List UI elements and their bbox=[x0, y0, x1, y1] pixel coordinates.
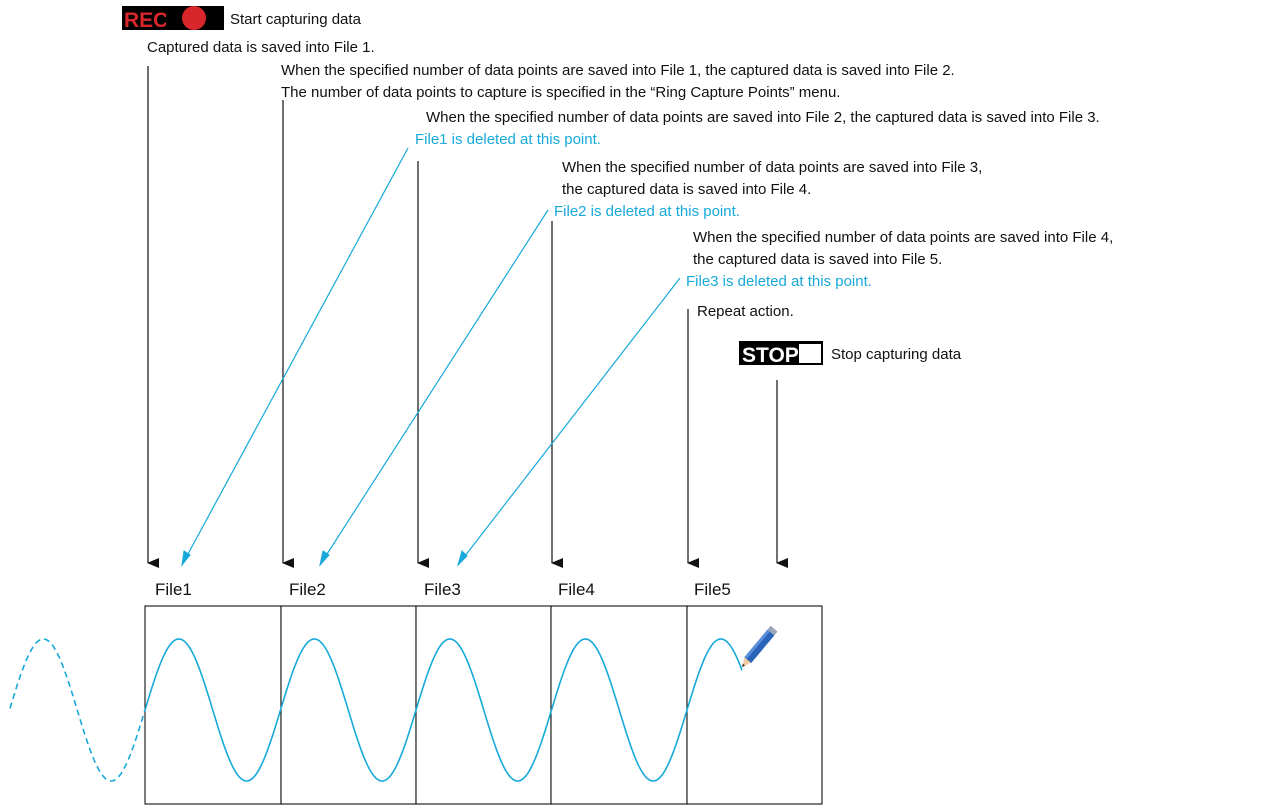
record-dot-icon bbox=[182, 6, 206, 30]
to-file5-label-1: When the specified number of data points… bbox=[693, 229, 1113, 246]
file3-deleted-note: File3 is deleted at this point. bbox=[686, 273, 872, 290]
rec-indicator: REC bbox=[122, 6, 224, 32]
to-file4-label-1: When the specified number of data points… bbox=[562, 159, 982, 176]
file2-deleted-note: File2 is deleted at this point. bbox=[554, 203, 740, 220]
ring-capture-points-note: The number of data points to capture is … bbox=[281, 84, 840, 101]
deletion-arrow-file2 bbox=[319, 209, 549, 567]
stop-square-icon bbox=[799, 344, 821, 363]
stop-capturing-label: Stop capturing data bbox=[831, 346, 962, 363]
file2-box bbox=[280, 605, 417, 805]
file1-box bbox=[144, 605, 282, 805]
deletion-arrow-file3 bbox=[456, 277, 681, 567]
file3-label: File3 bbox=[424, 580, 461, 599]
to-file2-label: When the specified number of data points… bbox=[281, 62, 955, 79]
stop-label: STOP bbox=[742, 344, 799, 367]
prior-data-waveform bbox=[9, 638, 146, 782]
file1-deleted-note: File1 is deleted at this point. bbox=[415, 131, 601, 148]
file5-label: File5 bbox=[694, 580, 731, 599]
saved-file1-label: Captured data is saved into File 1. bbox=[147, 39, 375, 56]
repeat-action-label: Repeat action. bbox=[697, 303, 794, 320]
file3-box bbox=[415, 605, 552, 805]
deletion-arrow-file1 bbox=[181, 147, 409, 567]
file5-box bbox=[686, 605, 823, 805]
to-file4-label-2: the captured data is saved into File 4. bbox=[562, 181, 811, 198]
file2-label: File2 bbox=[289, 580, 326, 599]
to-file5-label-2: the captured data is saved into File 5. bbox=[693, 251, 942, 268]
stop-indicator: STOP bbox=[739, 341, 823, 367]
rec-label: REC bbox=[124, 9, 168, 32]
to-file3-label: When the specified number of data points… bbox=[426, 109, 1100, 126]
captured-waveform bbox=[144, 638, 743, 782]
file4-label: File4 bbox=[558, 580, 595, 599]
file4-box bbox=[550, 605, 688, 805]
file1-label: File1 bbox=[155, 580, 192, 599]
pencil-icon bbox=[742, 625, 778, 667]
start-capturing-label: Start capturing data bbox=[230, 11, 362, 28]
